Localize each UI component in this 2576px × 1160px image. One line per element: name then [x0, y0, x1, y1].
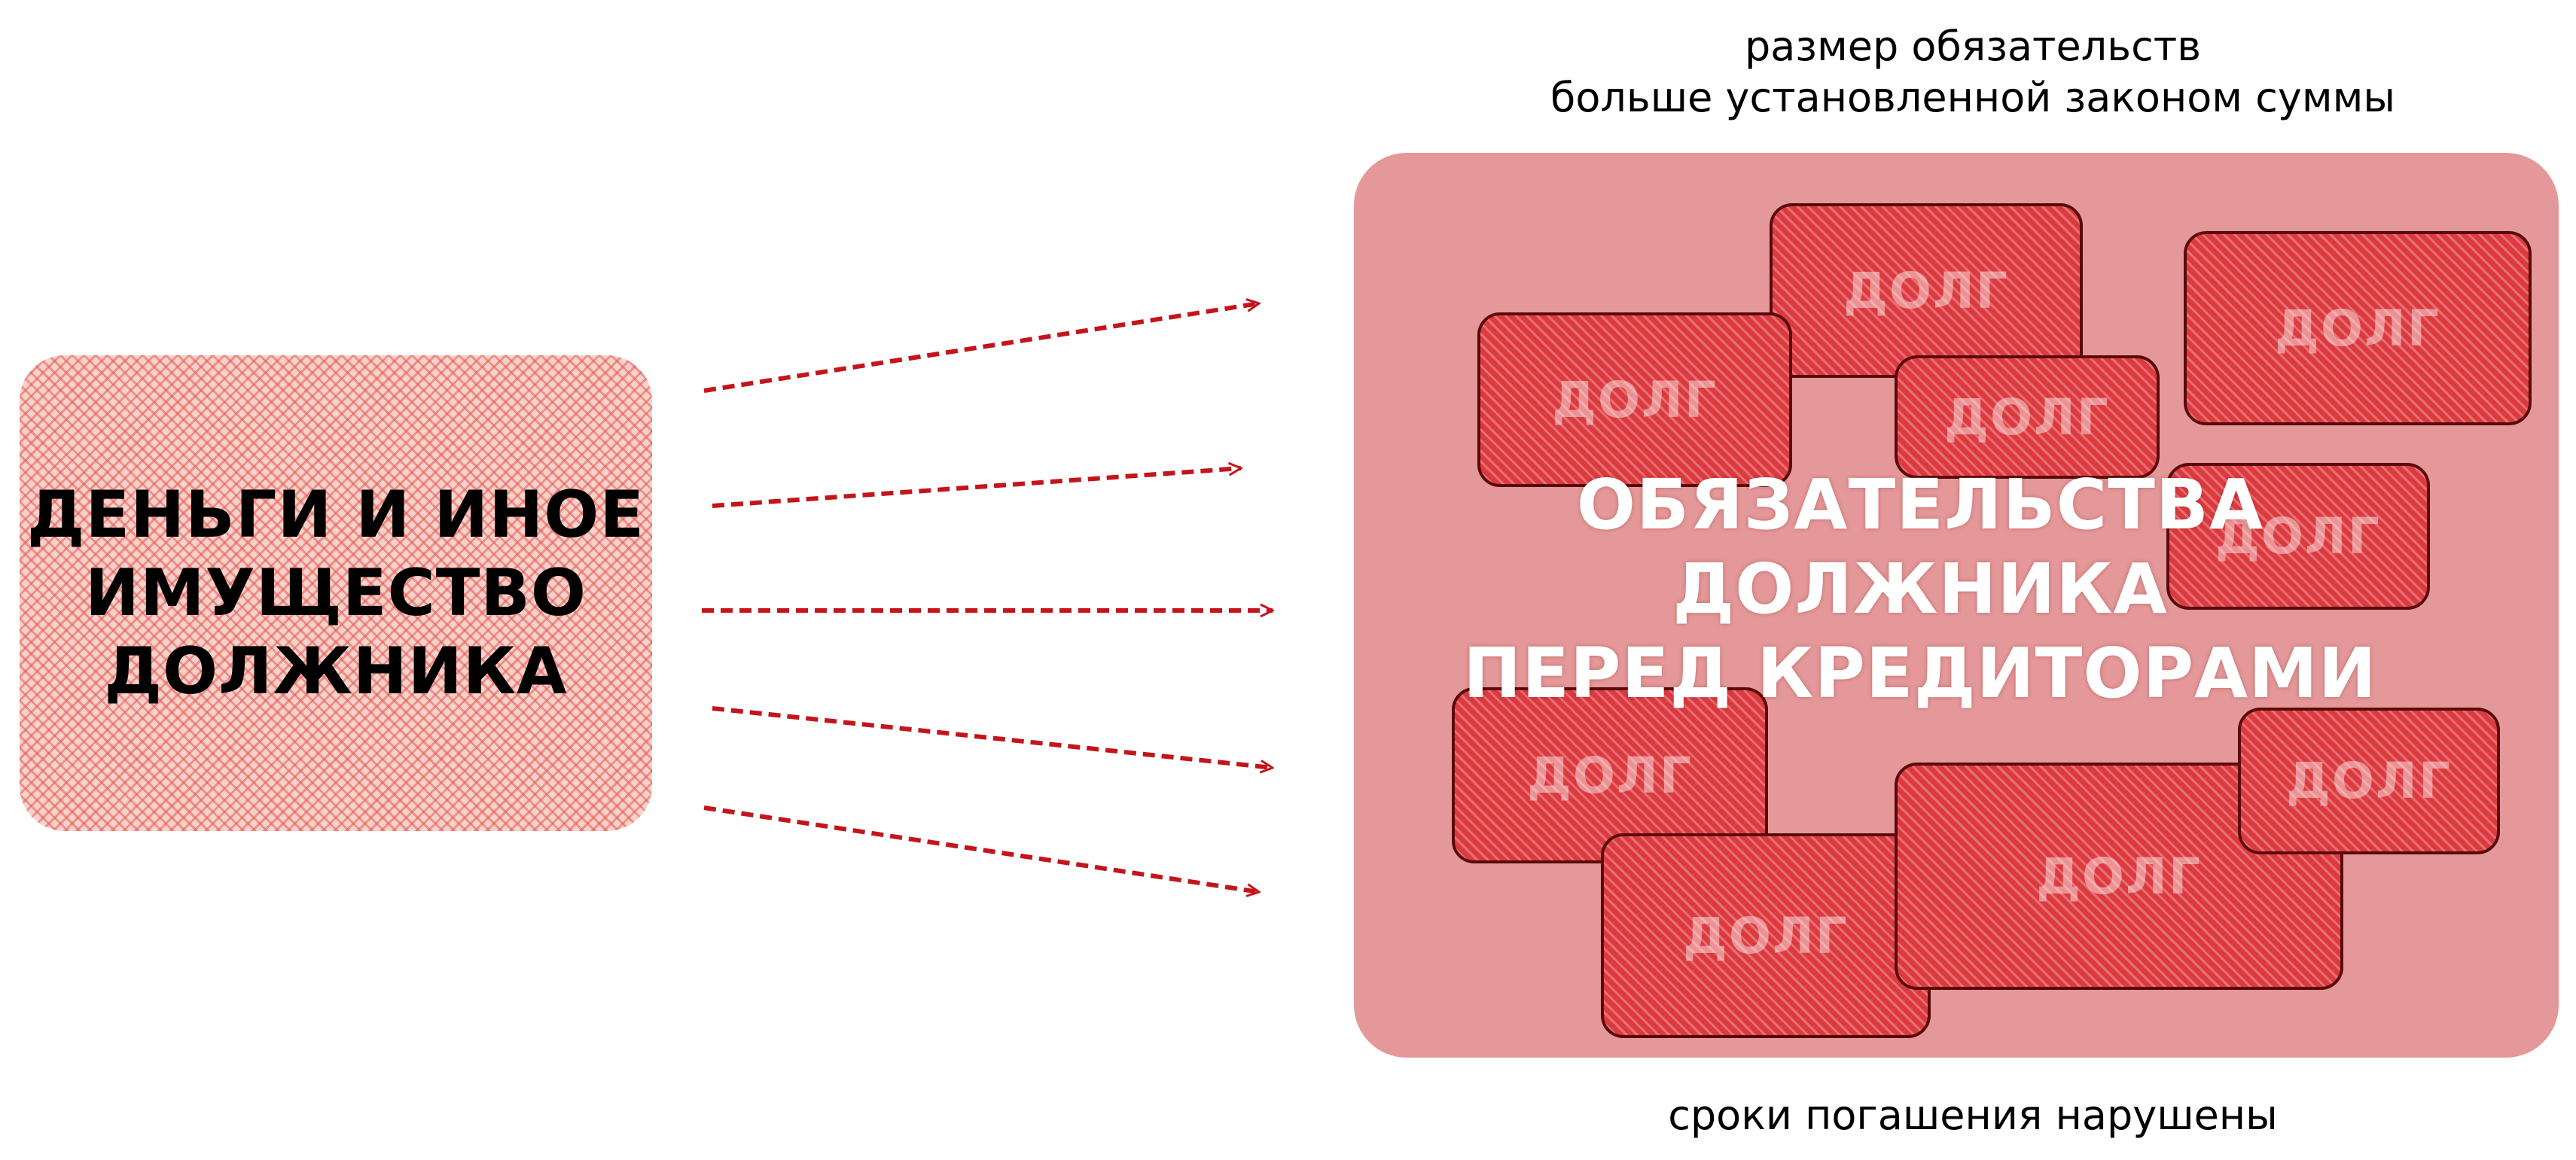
arrow-4	[712, 706, 1273, 768]
debt-label: ДОЛГ	[1683, 906, 1849, 965]
liabilities-line1: ОБЯЗАТЕЛЬСТВА	[1576, 464, 2264, 545]
debt-label: ДОЛГ	[2036, 847, 2202, 906]
caption-top-line2: больше установленной законом суммы	[1550, 74, 2395, 121]
liabilities-line3: ПЕРЕД КРЕДИТОРАМИ	[1463, 633, 2377, 714]
arrow-5	[703, 805, 1259, 892]
debt-label: ДОЛГ	[2215, 507, 2381, 565]
debt-label: ДОЛГ	[1527, 746, 1693, 805]
assets-line1: ДЕНЬГИ И ИНОЕ	[26, 477, 645, 553]
debt-block: ДОЛГ	[1895, 355, 2160, 479]
debt-block: ДОЛГ	[1601, 833, 1931, 1038]
caption-bottom: сроки погашения нарушены	[1668, 1091, 2278, 1139]
debt-block: ДОЛГ	[2166, 463, 2430, 610]
debt-label: ДОЛГ	[2275, 299, 2440, 358]
assets-line2: ИМУЩЕСТВО	[84, 556, 587, 631]
arrow-1	[703, 303, 1259, 393]
debtor-assets-label: ДЕНЬГИ И ИНОЕ ИМУЩЕСТВО ДОЛЖНИКА	[27, 476, 645, 711]
debt-block: ДОЛГ	[1770, 203, 2083, 378]
debt-block: ДОЛГ	[2238, 708, 2500, 854]
debtor-liabilities-label: ОБЯЗАТЕЛЬСТВА ДОЛЖНИКА ПЕРЕД КРЕДИТОРАМИ	[1431, 463, 2410, 716]
caption-top-line1: размер обязательств	[1744, 23, 2202, 70]
debtor-assets-box: ДЕНЬГИ И ИНОЕ ИМУЩЕСТВО ДОЛЖНИКА	[20, 355, 652, 831]
debt-label: ДОЛГ	[1944, 388, 2110, 446]
debt-label: ДОЛГ	[1552, 370, 1718, 429]
caption-top: размер обязательств больше установленной…	[1408, 21, 2538, 123]
assets-line3: ДОЛЖНИКА	[104, 634, 568, 709]
arrow-2	[712, 468, 1241, 508]
debt-block: ДОЛГ	[1477, 312, 1792, 487]
liabilities-line2: ДОЛЖНИКА	[1672, 549, 2168, 629]
debt-label: ДОЛГ	[1843, 261, 2009, 320]
debt-block: ДОЛГ	[2184, 231, 2532, 425]
debt-label: ДОЛГ	[2286, 752, 2452, 810]
